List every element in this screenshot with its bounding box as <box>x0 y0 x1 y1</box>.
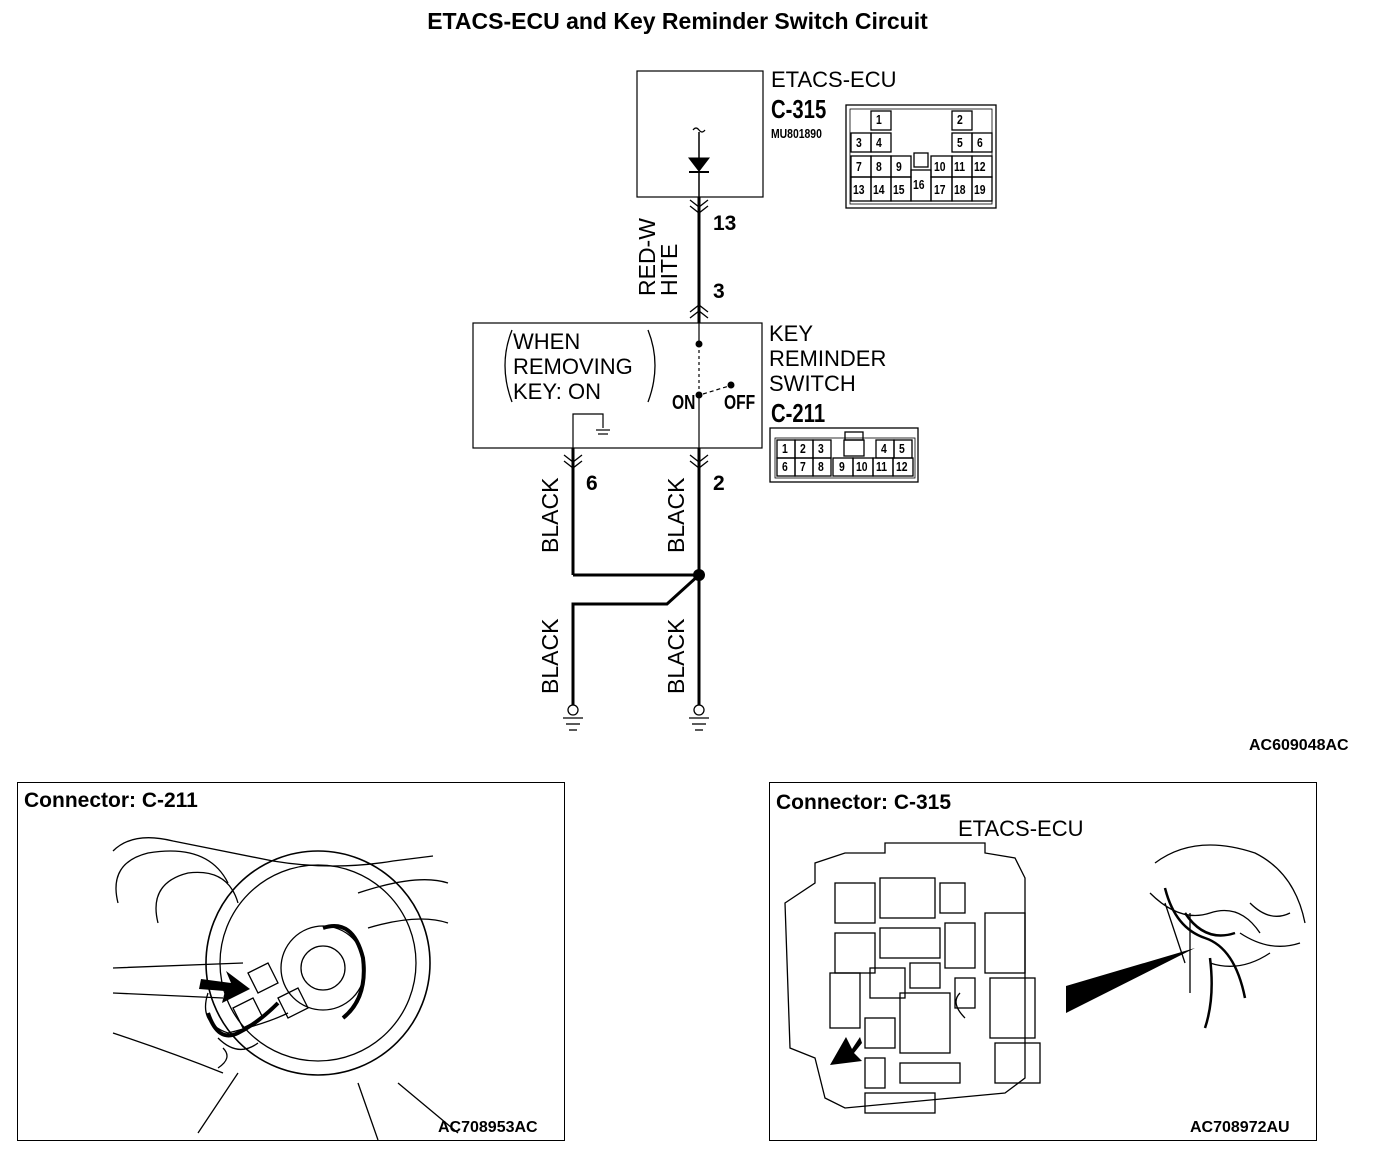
c211-pin: 8 <box>818 459 824 474</box>
wire-color-label: BLACK <box>537 477 563 553</box>
switch-name-line3: SWITCH <box>769 371 856 396</box>
c315-pin: 1 <box>876 112 882 127</box>
panel-reference-code: AC708972AU <box>1190 1119 1290 1136</box>
c211-pin: 12 <box>896 459 908 474</box>
c315-pin: 2 <box>957 112 963 127</box>
diagram-reference-code: AC609048AC <box>1249 737 1349 754</box>
c211-pin: 3 <box>818 441 824 456</box>
panel-reference-code: AC708953AC <box>438 1119 538 1136</box>
ground-icon <box>689 704 709 731</box>
c211-connector-face <box>769 427 919 483</box>
c211-pin: 1 <box>782 441 788 456</box>
wire-black-3 <box>571 573 701 705</box>
switch-note-line3: KEY: ON <box>513 379 602 404</box>
pin-label: 13 <box>713 212 737 235</box>
c315-connector-face <box>845 104 997 209</box>
switch-name-line2: REMINDER <box>769 346 887 371</box>
c315-pin: 10 <box>934 159 946 174</box>
c315-pin: 14 <box>873 182 885 197</box>
c315-pin: 11 <box>954 159 965 174</box>
c315-pin: 18 <box>954 182 966 197</box>
c315-pin: 13 <box>853 182 865 197</box>
c211-pin: 6 <box>782 459 788 474</box>
pin-label: 2 <box>713 472 725 495</box>
switch-note-line1: WHEN <box>513 329 581 354</box>
c315-pin: 19 <box>974 182 986 197</box>
c211-pin: 5 <box>899 441 905 456</box>
wire-color-label: BLACK <box>537 618 563 694</box>
c315-pin: 15 <box>893 182 905 197</box>
etacs-ecu-illustration <box>784 842 1306 1114</box>
panel-title: Connector: C-315 <box>776 791 952 814</box>
c211-pin: 4 <box>881 441 887 456</box>
c211-pin: 11 <box>876 459 887 474</box>
c315-pin: 3 <box>856 135 862 150</box>
ecu-box <box>636 70 764 198</box>
ecu-part-number: MU801890 <box>771 126 822 141</box>
arrow-icon <box>199 971 250 1003</box>
splice-point <box>693 569 705 581</box>
c315-pin: 7 <box>856 159 862 174</box>
panel-subtitle: ETACS-ECU <box>958 816 1084 841</box>
panel-title: Connector: C-211 <box>24 789 198 812</box>
c315-pin: 4 <box>876 135 882 150</box>
c315-pin: 17 <box>934 182 946 197</box>
wire-color-label: RED-WHITE <box>634 218 682 296</box>
wire-color-label: BLACK <box>663 477 689 553</box>
wire-color-label: BLACK <box>663 618 689 694</box>
connector-c211-panel: Connector: C-211 AC708953AC <box>17 782 565 1141</box>
c211-pin: 7 <box>800 459 806 474</box>
arrow-icon <box>830 1037 862 1065</box>
switch-box <box>472 322 763 449</box>
ground-icon <box>563 704 583 731</box>
c211-pin: 9 <box>839 459 845 474</box>
diagram-title: ETACS-ECU and Key Reminder Switch Circui… <box>427 8 928 34</box>
c315-pin: 16 <box>913 177 925 192</box>
switch-note-line2: REMOVING <box>513 354 633 379</box>
switch-connector-id: C-211 <box>771 398 826 428</box>
c211-pin: 10 <box>856 459 868 474</box>
diode-icon <box>687 157 711 172</box>
c315-pin: 8 <box>876 159 882 174</box>
connector-c315-panel: Connector: C-315 ETACS-ECU <box>769 782 1317 1141</box>
c315-pin: 12 <box>974 159 986 174</box>
c315-pin: 6 <box>977 135 983 150</box>
steering-column-illustration <box>112 837 459 1140</box>
pointer-wedge <box>1066 948 1195 1013</box>
switch-on-label: ON <box>672 392 696 414</box>
ecu-connector-id: C-315 <box>771 94 827 124</box>
switch-name-line1: KEY <box>769 321 814 346</box>
c211-pin: 2 <box>800 441 806 456</box>
switch-off-label: OFF <box>724 392 756 414</box>
pin-label: 3 <box>713 280 725 303</box>
c315-pin: 9 <box>896 159 902 174</box>
pin-label: 6 <box>586 472 598 495</box>
c315-pin: 5 <box>957 135 963 150</box>
ecu-name: ETACS-ECU <box>771 67 897 92</box>
